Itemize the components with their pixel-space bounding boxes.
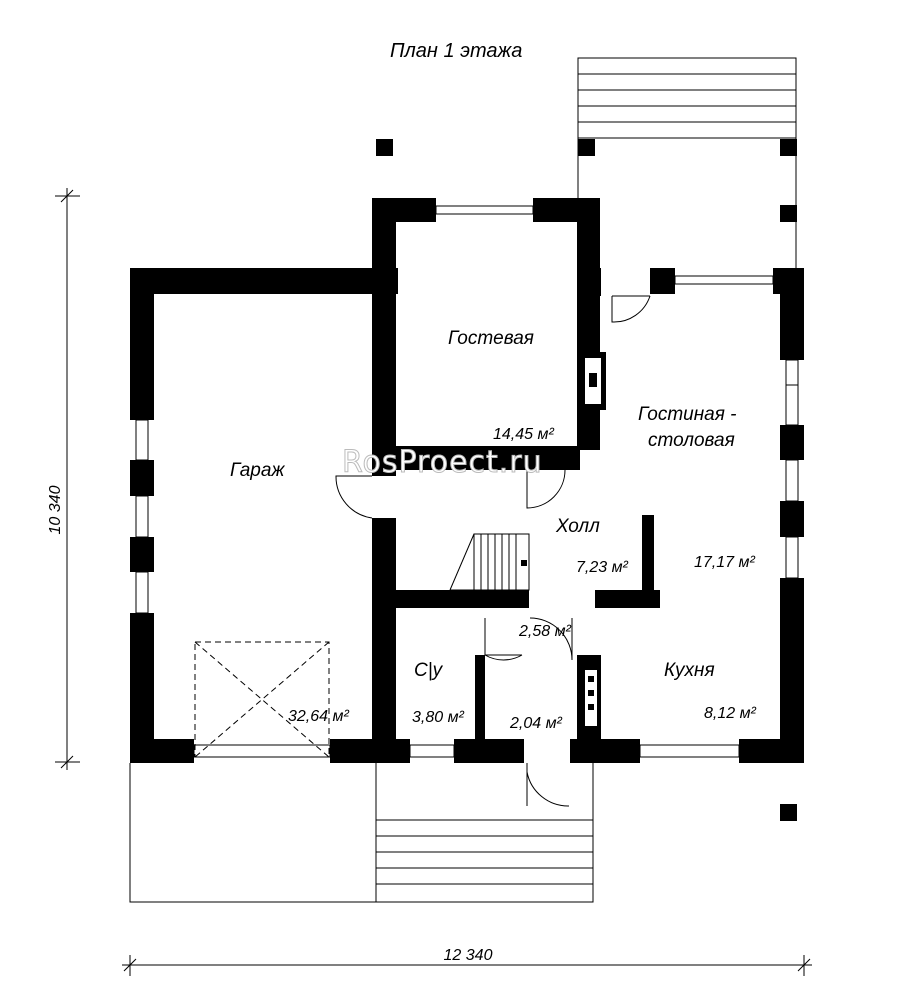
inspection-pit [194, 641, 330, 758]
dimension-width-label: 12 340 [444, 947, 493, 964]
vent-shaft [585, 670, 597, 726]
room-name-guest: Гостевая [448, 328, 534, 349]
room-name-living-line2: столовая [648, 430, 735, 451]
room-area-corridor: 2,58 м² [518, 623, 572, 640]
exterior-walls [130, 198, 804, 763]
room-area-garage: 32,64 м² [288, 708, 349, 725]
windows [135, 205, 799, 758]
porch-post [780, 139, 797, 156]
room-name-kitchen: Кухня [664, 660, 715, 681]
room-name-garage: Гараж [230, 460, 285, 481]
column-post [780, 804, 797, 821]
fireplace [580, 352, 606, 410]
room-name-living-line1: Гостиная - [638, 404, 737, 425]
porch-post [780, 205, 797, 222]
room-area-vestibule: 2,04 м² [509, 715, 563, 732]
room-area-kitchen: 8,12 м² [704, 705, 757, 722]
room-area-guest: 14,45 м² [493, 426, 554, 443]
room-area-hall: 7,23 м² [576, 559, 629, 576]
porch-post [578, 139, 595, 156]
dimension-vertical [55, 188, 80, 770]
top-porch [577, 57, 797, 268]
room-name-hall: Холл [555, 516, 600, 537]
interior-walls [372, 446, 660, 763]
plan-title: План 1 этажа [390, 40, 522, 62]
doors [335, 295, 651, 807]
column-post [376, 139, 393, 156]
room-name-bath: С|у [414, 660, 444, 681]
staircase [449, 533, 530, 591]
dimension-height-label: 10 340 [47, 485, 64, 534]
dimension-horizontal [122, 955, 812, 976]
bottom-terrace [129, 763, 594, 903]
room-area-bath: 3,80 м² [412, 709, 465, 726]
watermark: RosProect.ru [342, 445, 543, 480]
room-area-living: 17,17 м² [694, 554, 755, 571]
